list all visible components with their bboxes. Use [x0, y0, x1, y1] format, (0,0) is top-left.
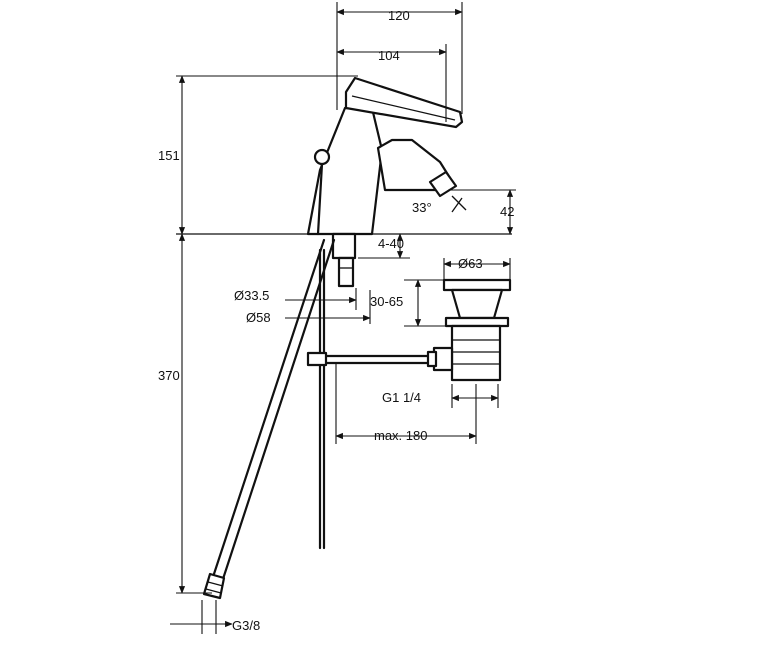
spout	[376, 138, 452, 192]
dim-label-30-65: 30-65	[370, 294, 403, 309]
dim-label-max-180: max. 180	[374, 428, 427, 443]
dim-label-370: 370	[158, 368, 180, 383]
dim-label-33-deg: 33°	[412, 200, 432, 215]
dim-label-104: 104	[378, 48, 400, 63]
dim-label-d33-5: Ø33.5	[234, 288, 269, 303]
dimension-lines	[170, 2, 516, 634]
dim-label-4-40: 4-40	[378, 236, 404, 251]
dim-label-g1-1-4: G1 1/4	[382, 390, 421, 405]
dim-label-d63: Ø63	[458, 256, 483, 271]
dim-label-42: 42	[500, 204, 514, 219]
pop-up-knob	[313, 148, 331, 166]
dim-label-151: 151	[158, 148, 180, 163]
faucet-body	[306, 76, 464, 288]
flex-hose	[202, 238, 336, 600]
dim-label-d58: Ø58	[246, 310, 271, 325]
mounting-shank	[331, 232, 357, 260]
dim-label-120: 120	[388, 8, 410, 23]
dim-label-g3-8: G3/8	[232, 618, 260, 633]
waste-valve	[426, 278, 512, 382]
